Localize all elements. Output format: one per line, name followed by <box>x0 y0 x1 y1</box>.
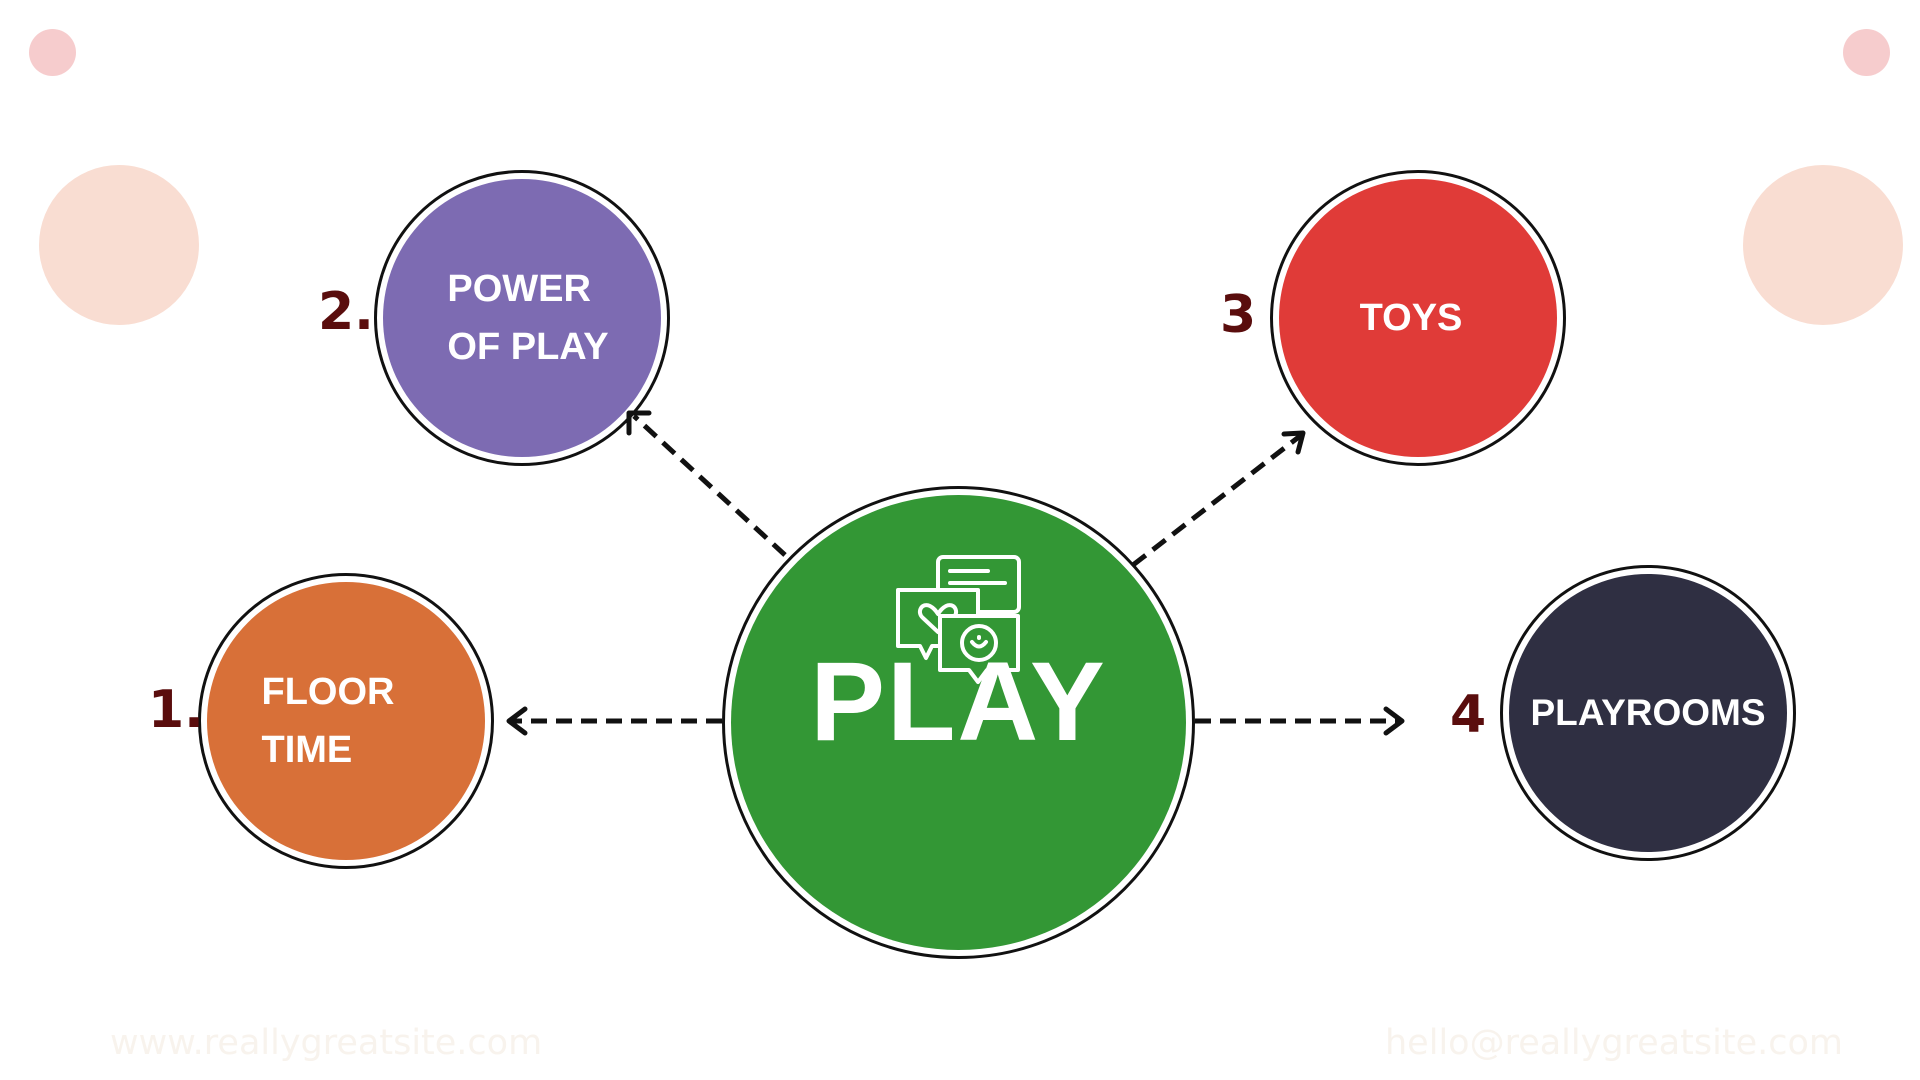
number-4: 4 <box>1450 685 1487 745</box>
number-2: 2. <box>318 282 374 342</box>
decor-circle-left <box>39 165 199 325</box>
arrowhead-playrooms <box>1383 706 1405 736</box>
number-3: 3 <box>1220 285 1257 345</box>
node-playrooms-line-1: PLAYROOMS <box>1530 692 1766 733</box>
node-playrooms: PLAYROOMS <box>1500 565 1796 861</box>
decor-dot-top-left <box>29 29 76 76</box>
center-node-play: PLAY <box>722 486 1195 959</box>
arrowhead-toys <box>1281 430 1306 455</box>
node-floor-time-line-1: FLOOR <box>261 671 395 713</box>
arrow-to-power-of-play <box>632 414 787 557</box>
node-power-of-play-line-2: OF PLAY <box>447 326 609 368</box>
arrow-to-toys <box>1131 434 1302 567</box>
node-power-of-play-fill <box>383 179 661 457</box>
center-title: PLAY <box>810 639 1107 764</box>
node-playrooms-label: PLAYROOMS <box>1530 684 1765 742</box>
node-power-of-play: POWER OF PLAY <box>374 170 670 466</box>
node-toys-line-1: TOYS <box>1359 297 1463 339</box>
decor-circle-right <box>1743 165 1903 325</box>
node-floor-time-label: FLOOR TIME <box>262 663 395 779</box>
node-toys-label: TOYS <box>1360 289 1463 347</box>
node-power-of-play-line-1: POWER <box>447 268 591 310</box>
chat-bubbles-heart-smile-icon <box>896 555 1021 684</box>
decor-dot-top-right <box>1843 29 1890 76</box>
number-1: 1. <box>148 680 204 740</box>
node-playrooms-fill <box>1509 574 1787 852</box>
node-floor-time-fill <box>207 582 485 860</box>
node-floor-time: FLOOR TIME <box>198 573 494 869</box>
footer-email: hello@reallygreatsite.com <box>1385 1023 1843 1063</box>
footer-website: www.reallygreatsite.com <box>110 1023 543 1063</box>
arrowhead-floor-time <box>506 706 528 736</box>
node-power-of-play-label: POWER OF PLAY <box>447 260 608 376</box>
node-toys: TOYS <box>1270 170 1566 466</box>
node-floor-time-line-2: TIME <box>261 729 353 771</box>
node-toys-fill <box>1279 179 1557 457</box>
